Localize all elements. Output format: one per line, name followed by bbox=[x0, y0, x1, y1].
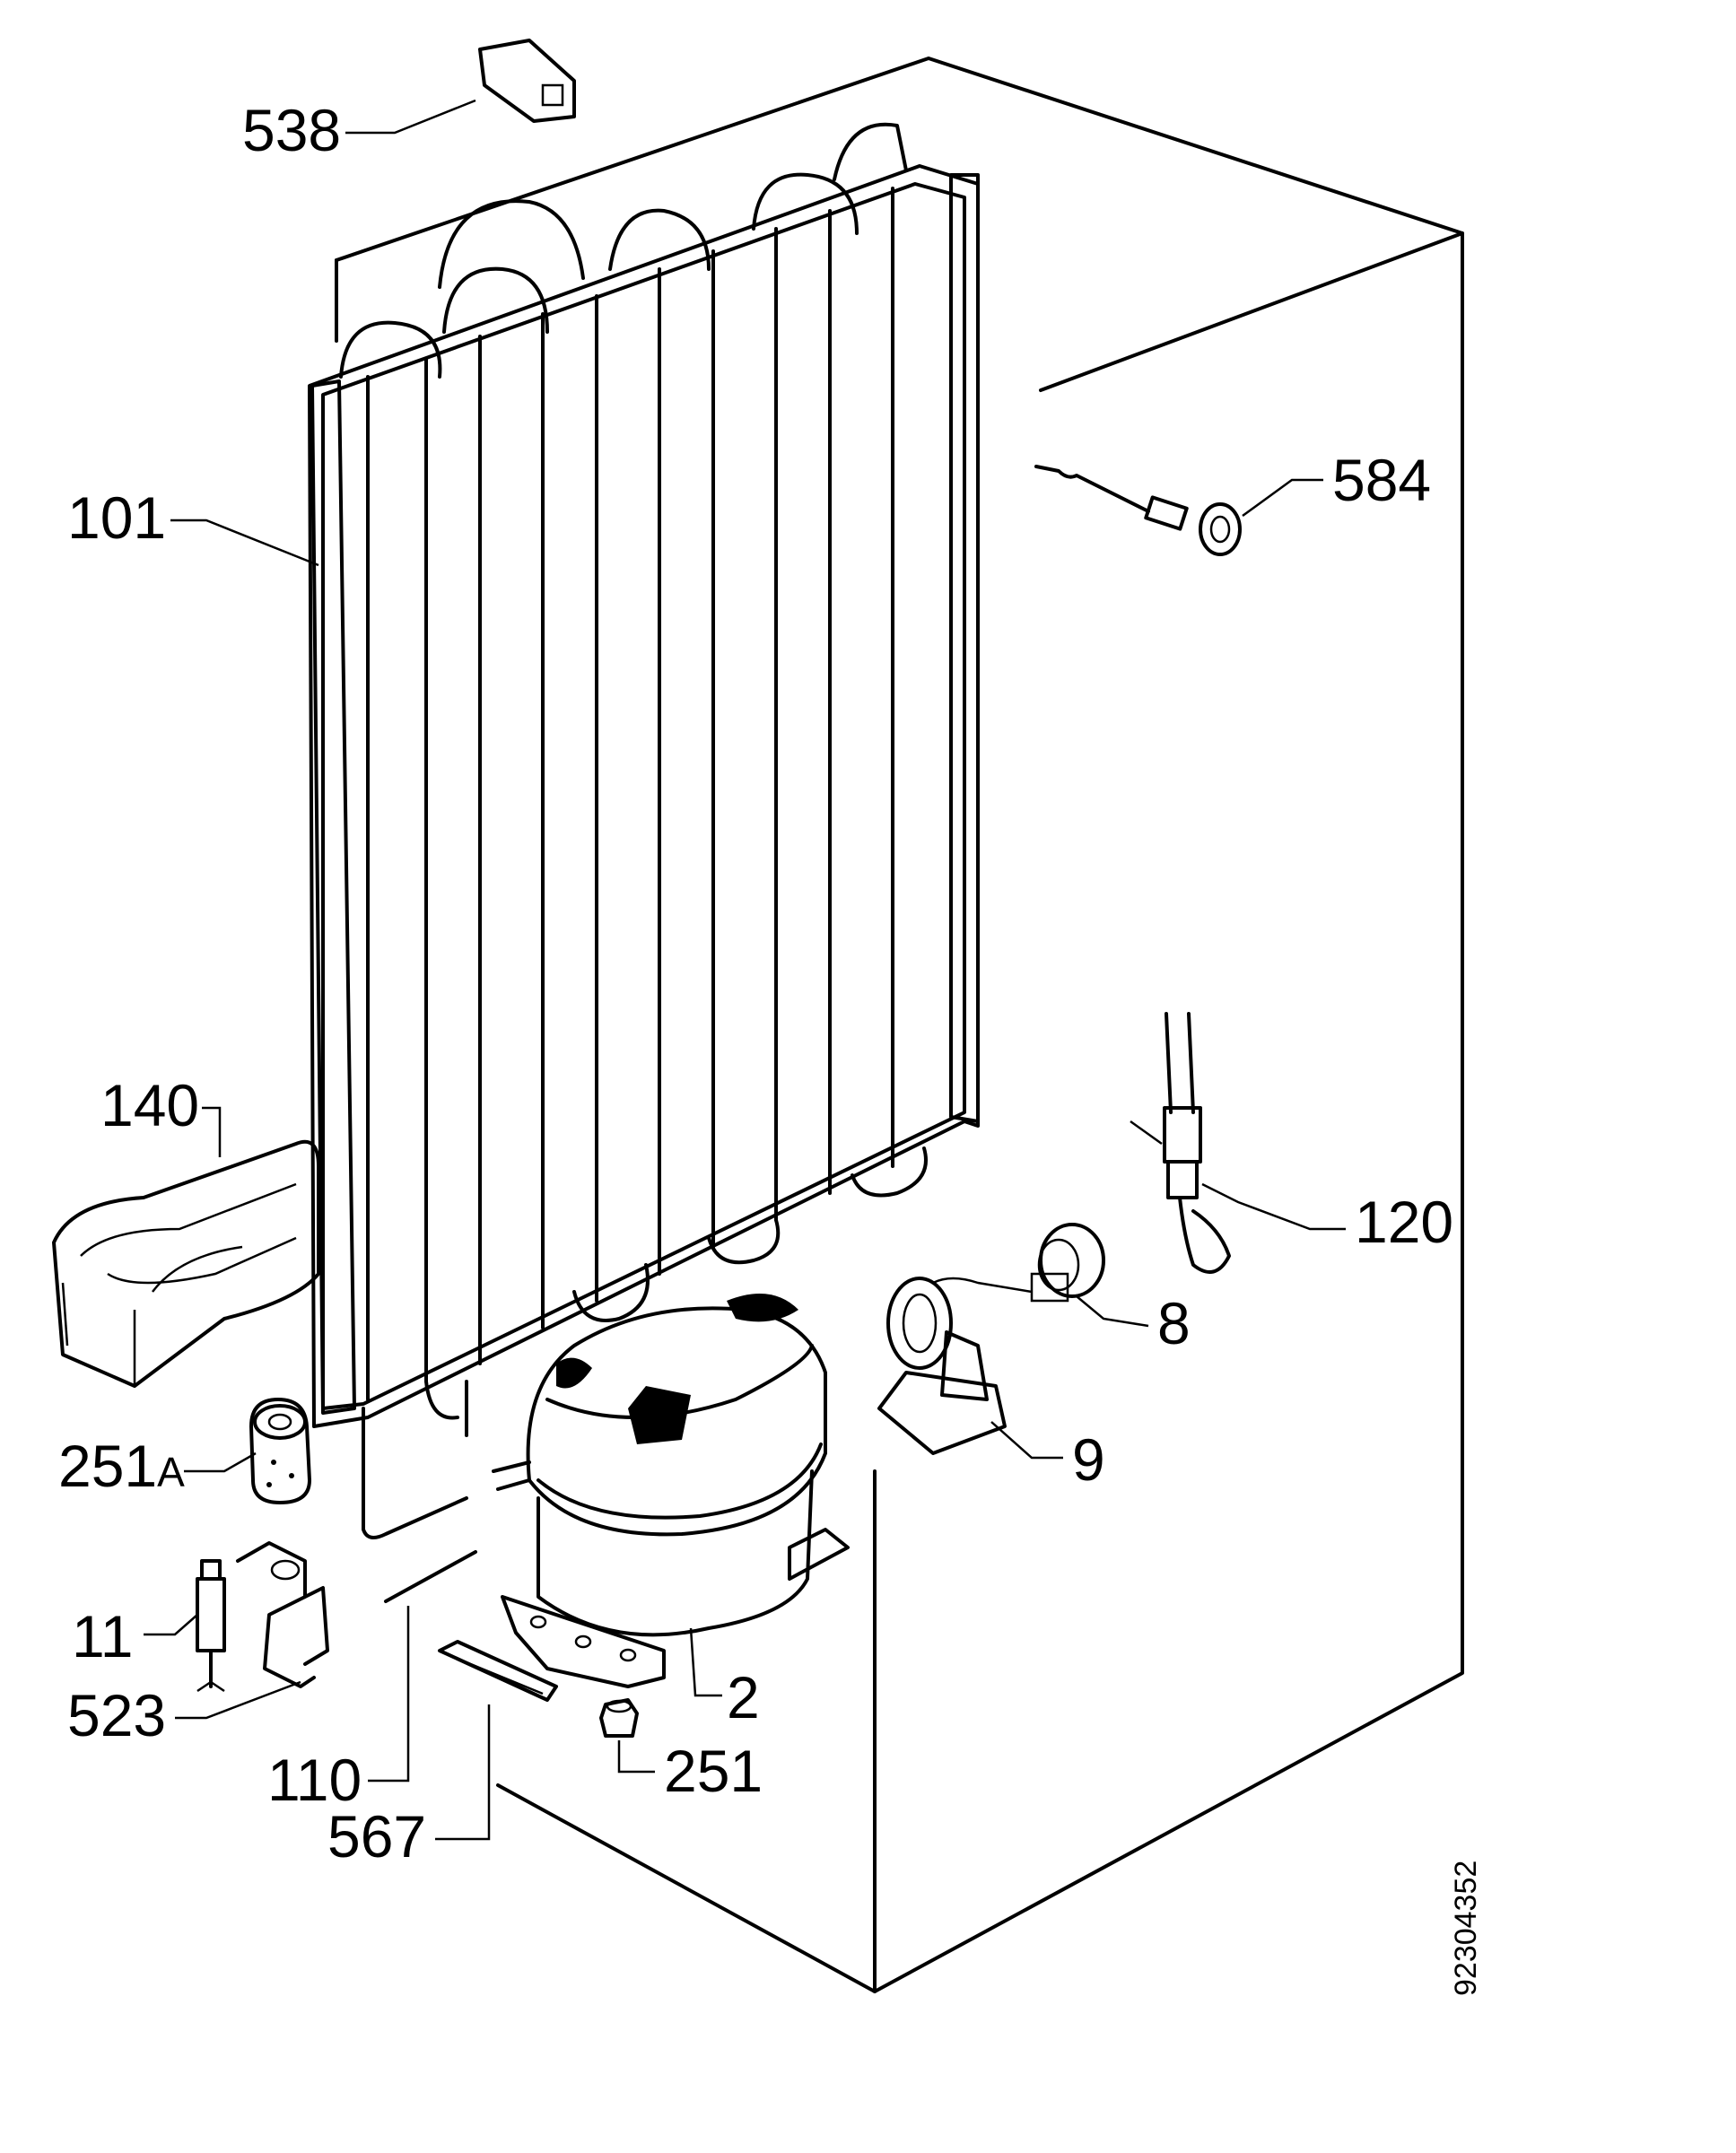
part-538-clip bbox=[478, 39, 576, 123]
document-number: 92304352 bbox=[1449, 1861, 1483, 1996]
part-110-tube bbox=[384, 1550, 477, 1603]
part-8-overload bbox=[932, 1223, 1105, 1303]
part-584-sensor bbox=[1034, 465, 1242, 556]
label-140: 140 bbox=[100, 1072, 199, 1138]
part-251-grommet bbox=[599, 1698, 639, 1738]
part-2-compressor bbox=[492, 1294, 850, 1688]
label-538: 538 bbox=[242, 97, 341, 163]
label-584: 584 bbox=[1332, 447, 1431, 513]
part-120-capacitor bbox=[1130, 1012, 1231, 1274]
condenser-coil bbox=[308, 122, 980, 1539]
label-11: 11 bbox=[72, 1603, 134, 1669]
label-8: 8 bbox=[1157, 1290, 1191, 1356]
label-120: 120 bbox=[1355, 1189, 1453, 1255]
label-251a: 251A bbox=[58, 1433, 185, 1499]
part-567-strip bbox=[438, 1640, 558, 1702]
label-523: 523 bbox=[67, 1682, 166, 1748]
label-567: 567 bbox=[327, 1803, 426, 1870]
part-140-drip-tray bbox=[52, 1139, 320, 1388]
label-9: 9 bbox=[1072, 1426, 1105, 1493]
part-251a-grommet bbox=[249, 1398, 311, 1504]
part-9-relay bbox=[877, 1277, 1007, 1455]
part-11-valve bbox=[196, 1559, 226, 1693]
label-110: 110 bbox=[267, 1747, 362, 1813]
label-251: 251 bbox=[664, 1738, 763, 1804]
part-523-bracket bbox=[236, 1541, 329, 1688]
label-2: 2 bbox=[727, 1664, 760, 1730]
cabinet-outline bbox=[335, 57, 1464, 1993]
label-101: 101 bbox=[67, 484, 166, 551]
